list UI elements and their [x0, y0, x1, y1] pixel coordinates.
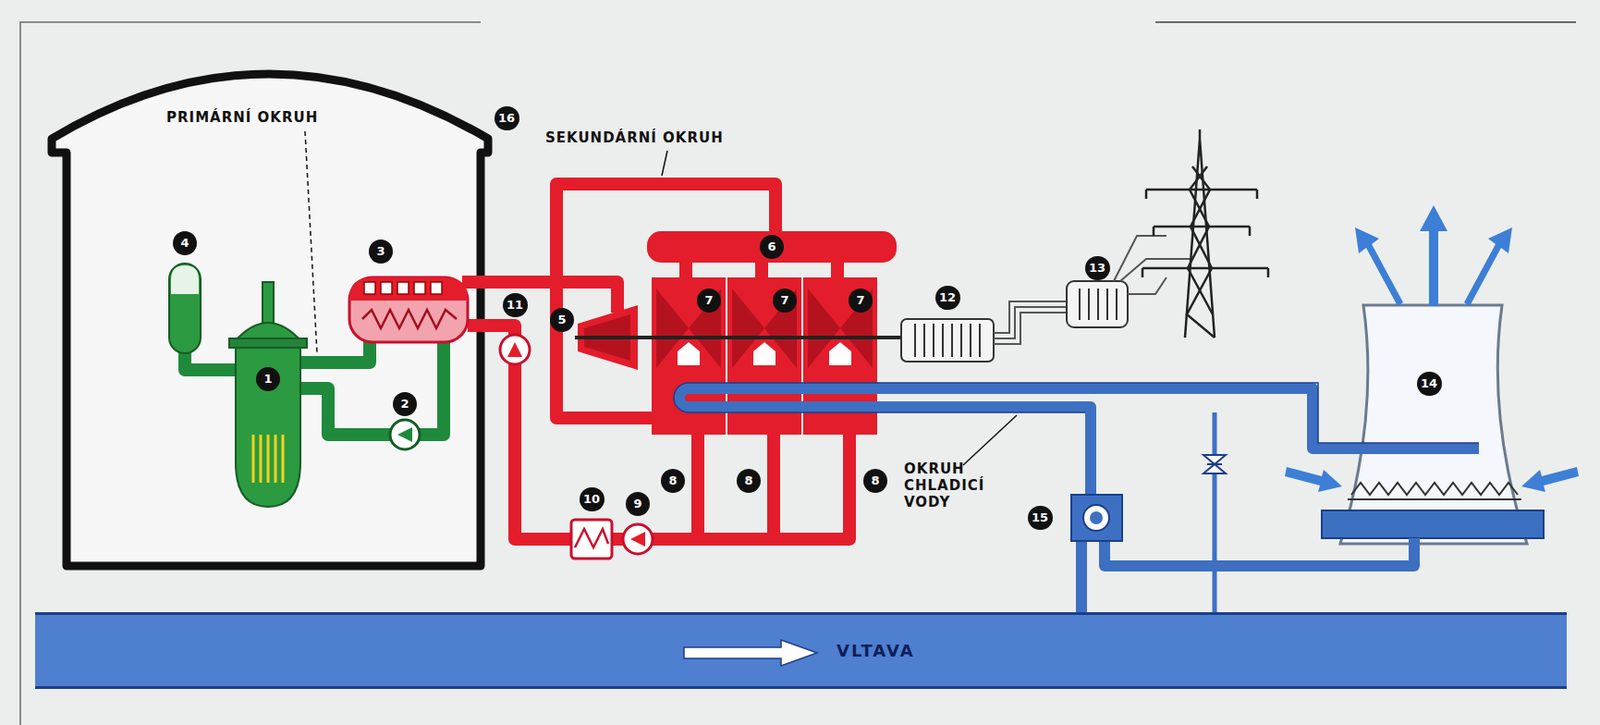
river-band: VLTAVA	[35, 611, 1567, 689]
callout-number: 12	[935, 285, 961, 310]
callout-number: 14	[1416, 371, 1442, 396]
callout-number: 5	[549, 307, 575, 332]
callout-number: 15	[1027, 505, 1053, 530]
callout-number: 16	[494, 106, 520, 131]
callout-number: 7	[772, 288, 797, 313]
callout-number: 7	[848, 288, 873, 313]
callout-number: 8	[863, 468, 888, 493]
circuit-label: SEKUNDÁRNÍ OKRUH	[545, 129, 724, 147]
river-name: VLTAVA	[836, 640, 916, 660]
callout-number: 8	[736, 468, 761, 493]
callout-number: 1	[256, 366, 281, 391]
callout-number: 9	[625, 491, 650, 516]
circuit-label: PRIMÁRNÍ OKRUH	[166, 109, 318, 126]
callout-number: 3	[368, 239, 393, 264]
callout-number: 6	[759, 234, 784, 259]
callout-number: 13	[1085, 256, 1111, 281]
callout-number: 8	[660, 468, 685, 493]
callout-number: 2	[392, 391, 417, 416]
callout-number: 11	[502, 293, 528, 318]
callout-number: 7	[696, 288, 721, 313]
callout-number: 4	[172, 231, 197, 256]
callout-number: 10	[579, 487, 605, 512]
circuit-label: OKRUH CHLADICÍ VODY	[903, 460, 985, 511]
